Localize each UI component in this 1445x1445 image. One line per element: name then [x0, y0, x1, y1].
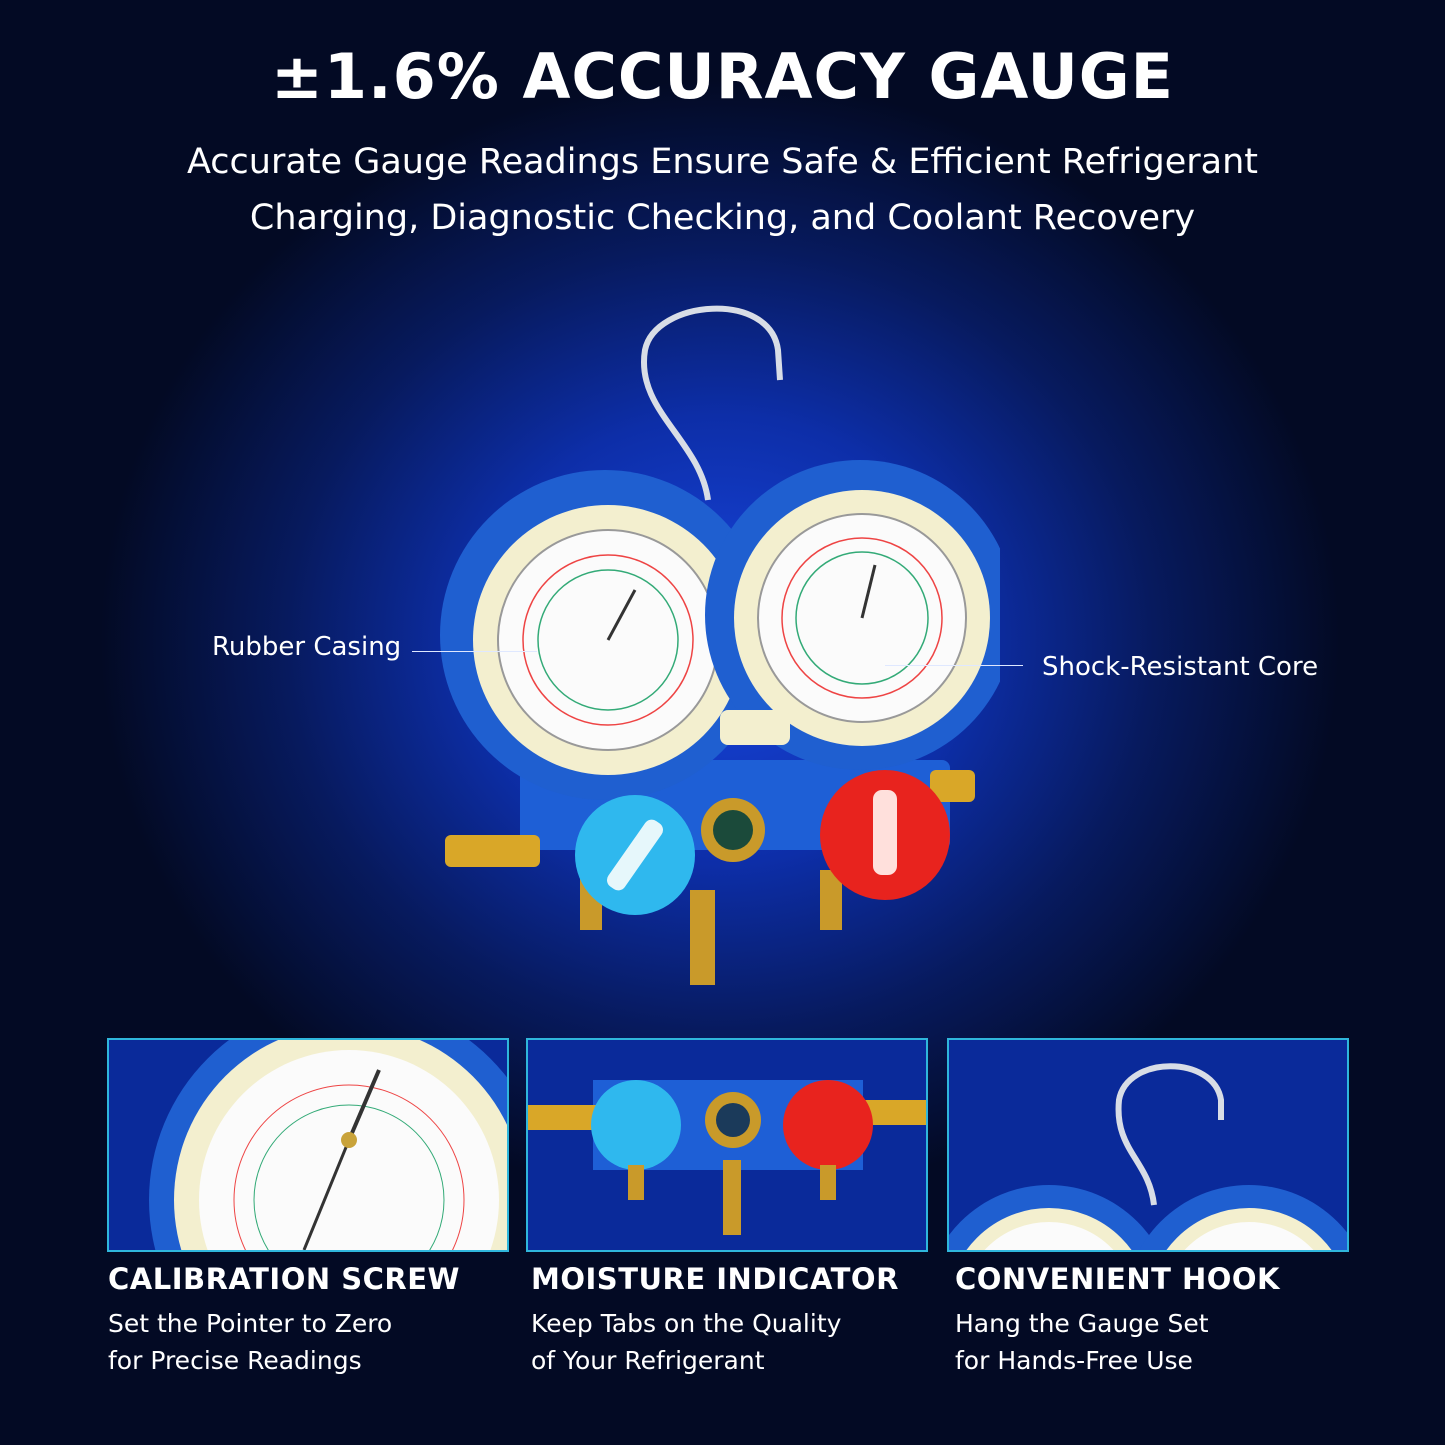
page-title: ±1.6% ACCURACY GAUGE: [270, 40, 1175, 113]
callout-line-right: [885, 665, 1023, 666]
callout-shock-resistant-core: Shock-Resistant Core: [1042, 652, 1319, 682]
feature-desc-calibration: Set the Pointer to Zero for Precise Readi…: [108, 1305, 392, 1379]
hook-icon: [640, 305, 783, 501]
feature-title-moisture: MOISTURE INDICATOR: [531, 1262, 899, 1296]
panel-moisture-indicator: [526, 1038, 928, 1252]
desc-line: Keep Tabs on the Quality: [531, 1309, 842, 1338]
subtitle-line-2: Charging, Diagnostic Checking, and Coola…: [249, 198, 1196, 238]
desc-line: Hang the Gauge Set: [955, 1309, 1209, 1338]
desc-line: of Your Refrigerant: [531, 1346, 765, 1375]
callout-rubber-casing: Rubber Casing: [212, 632, 402, 662]
callout-line-left: [412, 651, 537, 652]
desc-line: for Hands-Free Use: [955, 1346, 1193, 1375]
desc-line: Set the Pointer to Zero: [108, 1309, 393, 1338]
panel-convenient-hook: [947, 1038, 1349, 1252]
subtitle-line-1: Accurate Gauge Readings Ensure Safe & Ef…: [186, 142, 1259, 182]
desc-line: for Precise Readings: [108, 1346, 362, 1375]
manifold-gauge-image: [440, 305, 1000, 985]
feature-title-hook: CONVENIENT HOOK: [955, 1262, 1281, 1296]
high-side-gauge: [705, 460, 1000, 770]
feature-desc-moisture: Keep Tabs on the Quality of Your Refriger…: [531, 1305, 841, 1379]
feature-title-calibration: CALIBRATION SCREW: [108, 1262, 461, 1296]
low-side-gauge: [440, 470, 770, 800]
panel-calibration-screw: [107, 1038, 509, 1252]
feature-desc-hook: Hang the Gauge Set for Hands-Free Use: [955, 1305, 1209, 1379]
